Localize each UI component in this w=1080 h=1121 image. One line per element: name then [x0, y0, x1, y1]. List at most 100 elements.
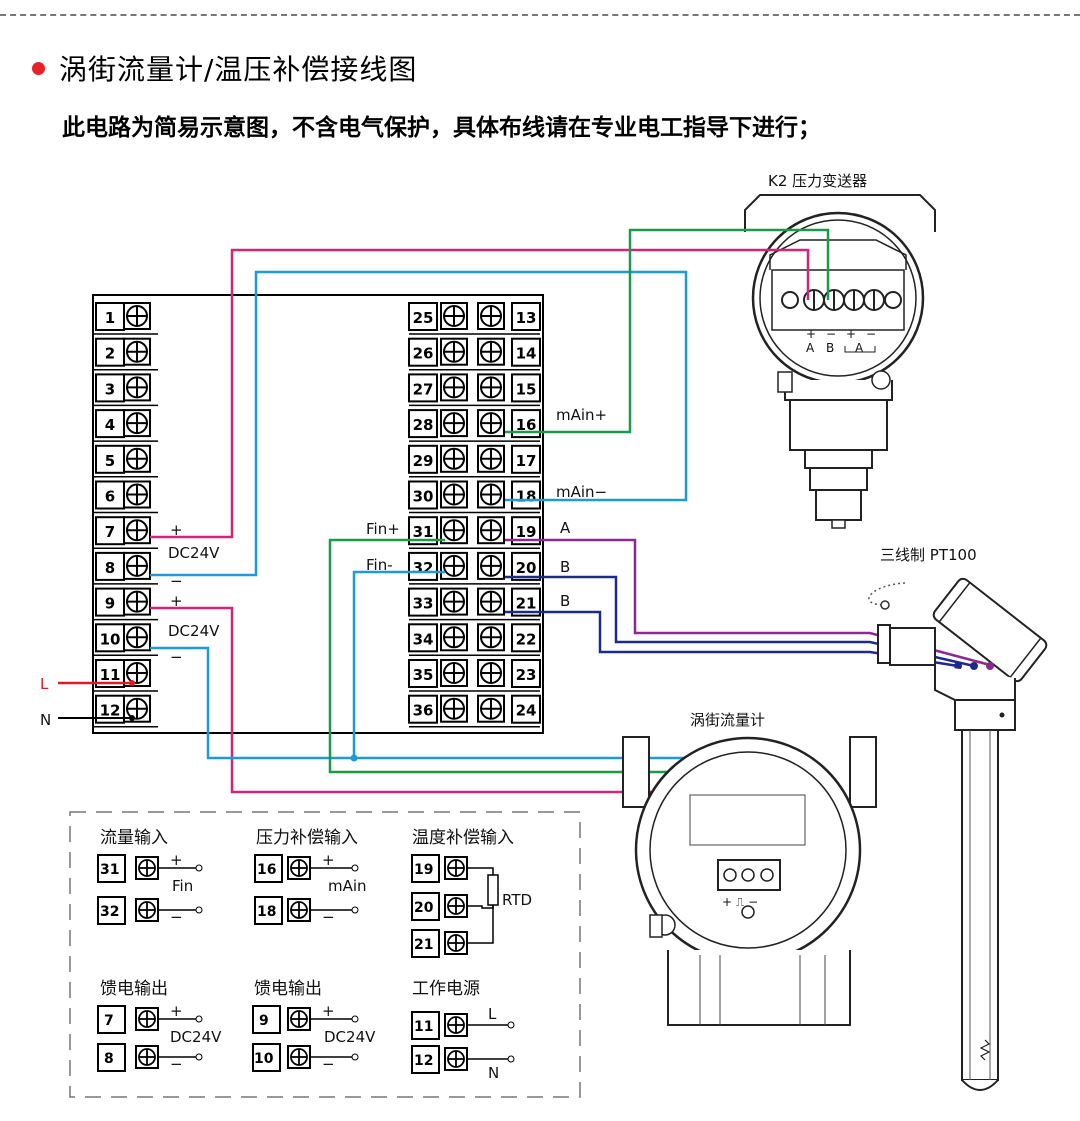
- legend-pressure-title: 压力补偿输入: [256, 828, 358, 848]
- legend-power-term-12: 12: [414, 1053, 433, 1069]
- legend-feed1-title: 馈电输出: [100, 979, 168, 999]
- terminal-24-screw: [477, 694, 505, 723]
- legend-power-n: N: [488, 1064, 499, 1082]
- vortex-flowmeter: 涡街流量计 + ⎍ −: [622, 711, 877, 1026]
- transmitter-term-plus-2: +: [846, 327, 856, 341]
- legend-flow-term-32: 32: [100, 904, 119, 920]
- transmitter-term-plus-1: +: [806, 327, 816, 341]
- top-dashed-divider: [0, 14, 1080, 16]
- legend-feed1-minus: −: [170, 1055, 183, 1073]
- terminal-3-label: 3: [105, 380, 115, 398]
- legend-feed2-plus: +: [322, 1002, 335, 1020]
- terminal-25-label: 25: [413, 309, 434, 327]
- terminal-14-screw: [477, 337, 505, 366]
- terminal-10-label: 10: [100, 630, 121, 648]
- terminal-34-label: 34: [413, 630, 434, 648]
- flowmeter-terminal-marks: + ⎍ −: [722, 895, 758, 909]
- n-terminal-dot: [129, 715, 135, 721]
- legend-feed-output-1: 馈电输出 7 8 + DC24V −: [97, 979, 222, 1073]
- terminal-4-screw: [123, 409, 151, 438]
- terminal-34-screw: [440, 623, 468, 652]
- terminal-5-screw: [123, 444, 151, 473]
- terminal-19-label: 19: [516, 523, 537, 541]
- legend-box: [69, 811, 581, 1098]
- legend-power-term-11: 11: [414, 1019, 433, 1035]
- terminal-28-screw: [440, 409, 468, 438]
- wire-term7-transmitter: [150, 248, 810, 539]
- terminal-2-screw: [123, 337, 151, 366]
- legend-flow-terminals: 31 32: [97, 854, 159, 925]
- section-title: 涡街流量计/温压补偿接线图: [32, 48, 417, 88]
- terminal-14-label: 14: [516, 345, 537, 363]
- terminal-33-label: 33: [413, 595, 434, 613]
- terminal-24-label: 24: [516, 702, 537, 720]
- neutral-label: N: [40, 711, 51, 729]
- terminal-20-screw: [477, 551, 505, 580]
- wire-term8-term18: [150, 270, 688, 577]
- fin-plus-label: Fin+: [366, 520, 400, 538]
- safety-note: 此电路为简易示意图，不含电气保护，具体布线请在专业电工指导下进行；: [62, 115, 821, 141]
- terminal-15-screw: [477, 373, 505, 402]
- terminal-7-label: 7: [105, 523, 115, 541]
- legend-flow-minus: −: [170, 908, 183, 926]
- terminal-27-label: 27: [413, 380, 434, 398]
- terminal-3-screw: [123, 373, 151, 402]
- terminal-35-screw: [440, 659, 468, 687]
- main-minus-label: mAin−: [556, 483, 607, 501]
- terminal-27-screw: [440, 373, 468, 402]
- terminal-17-label: 17: [516, 452, 537, 470]
- terminal-31-label: 31: [413, 523, 434, 541]
- rtd-resistor-symbol: [487, 874, 499, 906]
- terminal-32-screw: [440, 551, 468, 580]
- terminal-23-label: 23: [516, 666, 537, 684]
- terminal-1-screw: [123, 302, 151, 330]
- terminal-33-screw: [440, 587, 468, 616]
- terminal-16-label: 16: [516, 416, 537, 434]
- terminal-7-screw: [123, 516, 151, 545]
- terminal-12-label: 12: [100, 702, 121, 720]
- terminal-8-label: 8: [105, 559, 115, 577]
- terminal-18-label: 18: [516, 488, 537, 506]
- terminal-32-label: 32: [413, 559, 434, 577]
- legend-feed2-term-10: 10: [254, 1051, 274, 1067]
- terminal-18-screw: [477, 480, 505, 509]
- legend-feed2-term-9: 9: [259, 1013, 269, 1029]
- terminal-9-label: 9: [105, 595, 115, 613]
- l-terminal-dot: [129, 680, 135, 686]
- legend: 流量输入 31 32 + Fin − 压力补偿输入 16 18 + mAin −: [97, 828, 532, 1082]
- legend-temp-term-21: 21: [414, 937, 433, 953]
- wire-term16-transmitter: [505, 228, 830, 434]
- legend-flow-signal: Fin: [172, 877, 193, 895]
- live-label: L: [40, 675, 49, 693]
- terminal-26-screw: [440, 337, 468, 366]
- legend-power: 工作电源 11 12 L N: [411, 979, 515, 1082]
- flowmeter-title: 涡街流量计: [690, 711, 765, 729]
- terminal-35-label: 35: [413, 666, 434, 684]
- transmitter-sub-a2: A: [855, 341, 864, 355]
- terminal-4-label: 4: [105, 416, 115, 434]
- terminal-29-screw: [440, 444, 468, 473]
- terminal-8-screw: [123, 551, 151, 580]
- bullet-dot: [32, 61, 45, 75]
- terminal-30-label: 30: [413, 488, 434, 506]
- legend-pressure-plus: +: [322, 851, 335, 869]
- legend-pressure-term-18: 18: [257, 904, 276, 920]
- legend-pressure-minus: −: [322, 908, 335, 926]
- terminal-10-screw: [123, 623, 151, 652]
- legend-power-l: L: [488, 1005, 497, 1023]
- terminal-29-label: 29: [413, 452, 434, 470]
- transmitter-sub-b: B: [826, 341, 834, 355]
- legend-feed1-term-7: 7: [104, 1013, 114, 1029]
- legend-power-title: 工作电源: [412, 979, 480, 999]
- legend-temp-term-19: 19: [414, 862, 433, 878]
- transmitter-term-minus-2: −: [866, 327, 876, 341]
- legend-feed2-title: 馈电输出: [254, 979, 322, 999]
- terminal-26-label: 26: [413, 345, 434, 363]
- legend-feed1-term-8: 8: [104, 1051, 114, 1067]
- terminal-17-screw: [477, 444, 505, 473]
- legend-flow-input: 流量输入 31 32 + Fin −: [97, 828, 203, 926]
- legend-flow-plus: +: [170, 851, 183, 869]
